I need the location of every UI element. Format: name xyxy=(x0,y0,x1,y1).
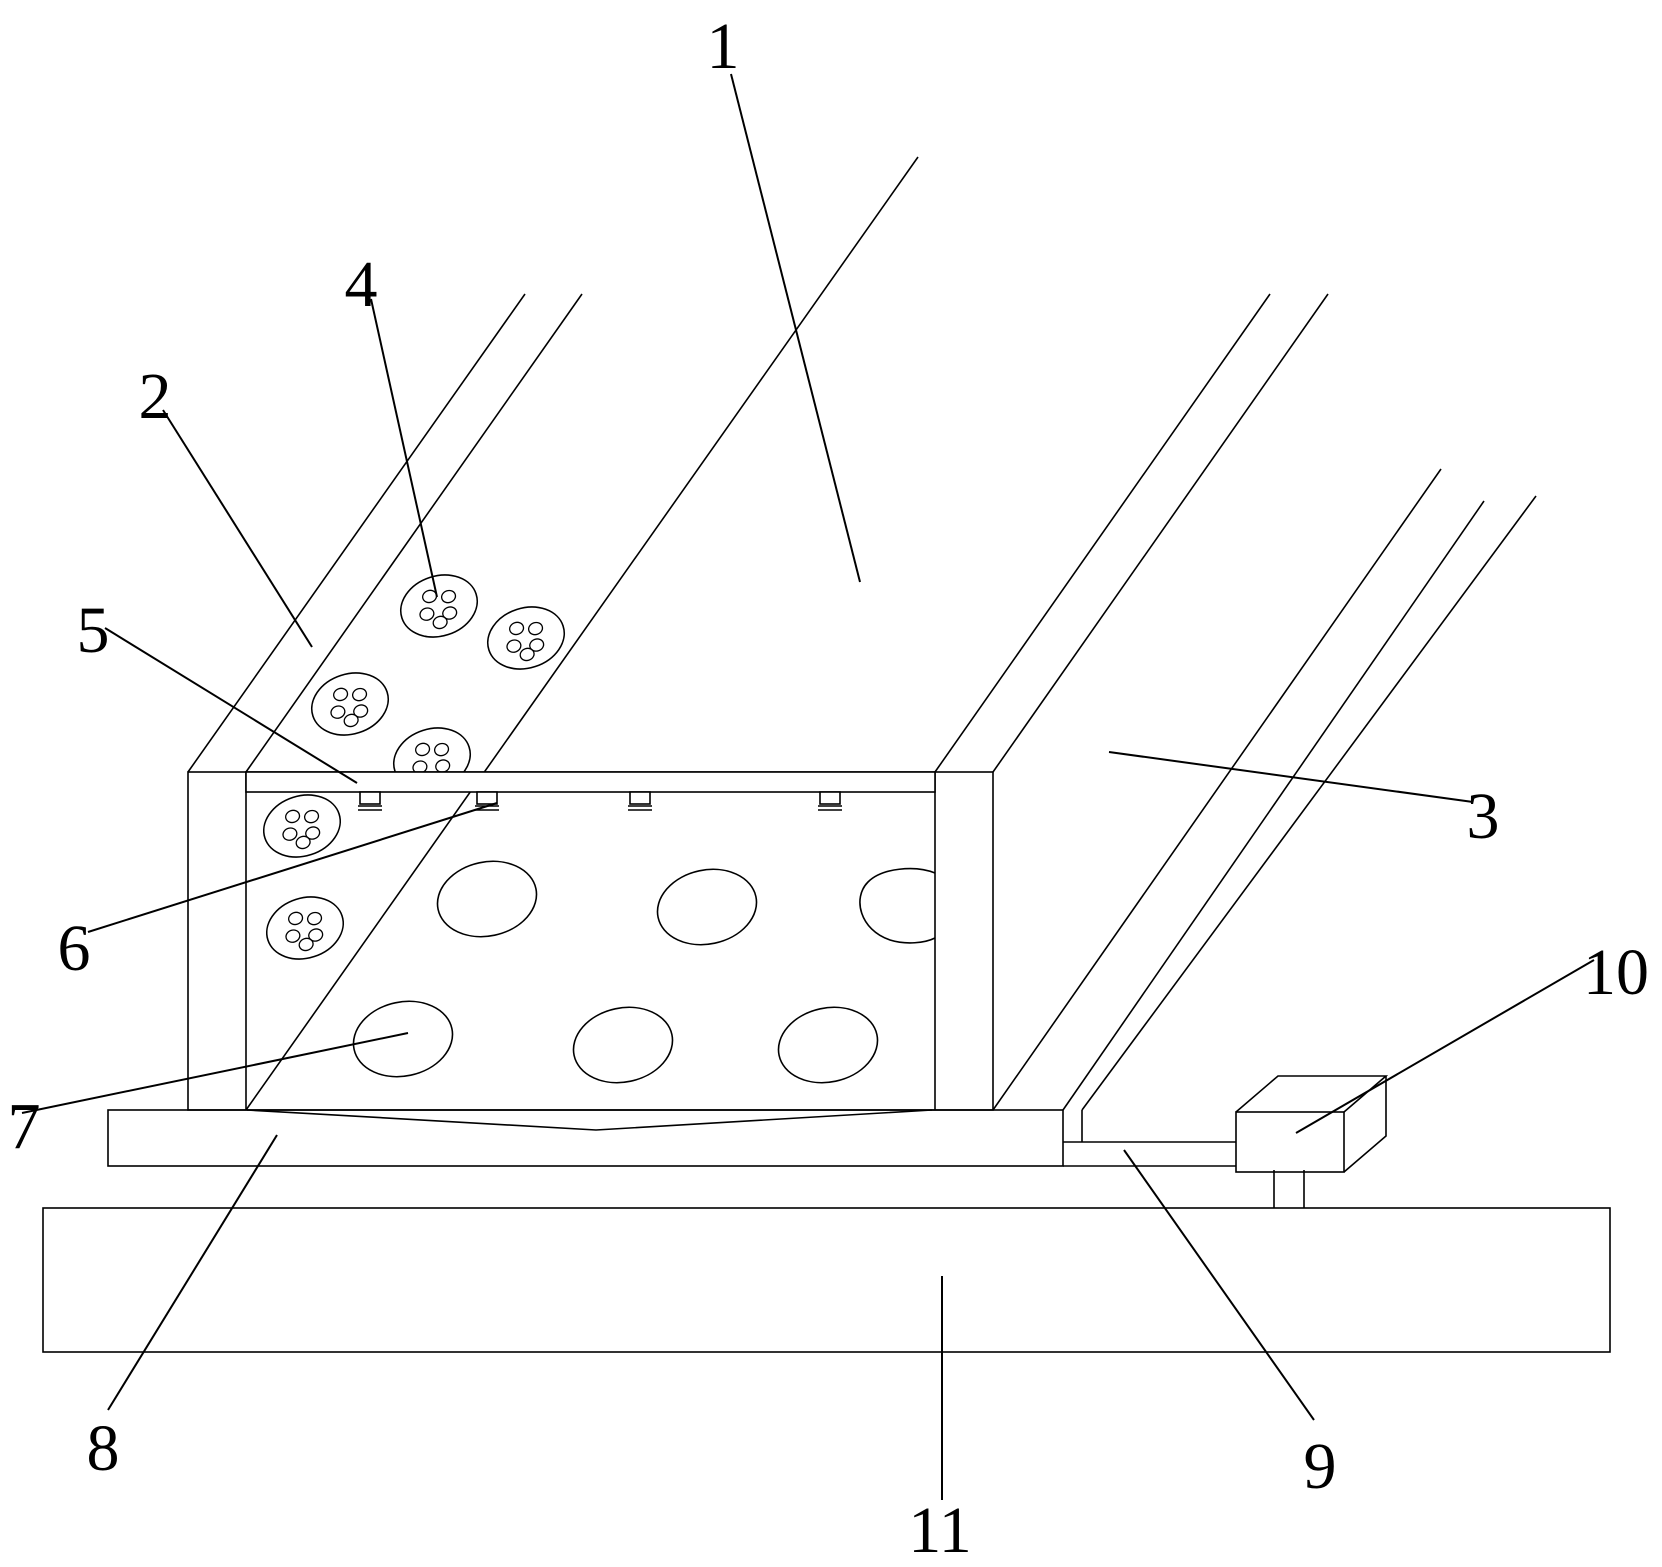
leader-5 xyxy=(104,627,358,784)
leader-7 xyxy=(21,1032,409,1114)
label-4: 4 xyxy=(345,248,378,321)
leader-9 xyxy=(1123,1149,1315,1421)
inclined-frame-left xyxy=(187,156,919,1111)
leader-10 xyxy=(1295,959,1595,1134)
leader-4 xyxy=(370,298,438,598)
base-platform xyxy=(42,1207,1611,1353)
inclined-frame-right xyxy=(934,293,1537,1111)
label-7: 7 xyxy=(8,1090,41,1163)
leader-lines xyxy=(21,73,1595,1500)
tray-slope xyxy=(246,1109,933,1131)
label-1: 1 xyxy=(707,10,740,83)
label-10: 10 xyxy=(1583,936,1649,1009)
cleaning-discs xyxy=(262,574,566,960)
label-6: 6 xyxy=(58,912,91,985)
label-3: 3 xyxy=(1467,780,1500,853)
drain-holes xyxy=(352,860,936,1084)
leader-1 xyxy=(730,73,861,583)
bottom-tray xyxy=(107,1109,1064,1167)
label-2: 2 xyxy=(139,360,172,433)
leader-3 xyxy=(1108,751,1474,803)
leader-8 xyxy=(107,1134,278,1411)
label-8: 8 xyxy=(87,1412,120,1485)
spray-bar xyxy=(245,771,936,793)
label-9: 9 xyxy=(1304,1430,1337,1503)
leader-2 xyxy=(162,409,313,648)
label-5: 5 xyxy=(77,594,110,667)
label-11: 11 xyxy=(908,1494,972,1562)
spray-nozzles xyxy=(358,791,842,811)
part-labels: 1 2 3 4 5 6 7 8 9 10 11 xyxy=(8,10,1650,1567)
leader-6 xyxy=(87,802,498,933)
